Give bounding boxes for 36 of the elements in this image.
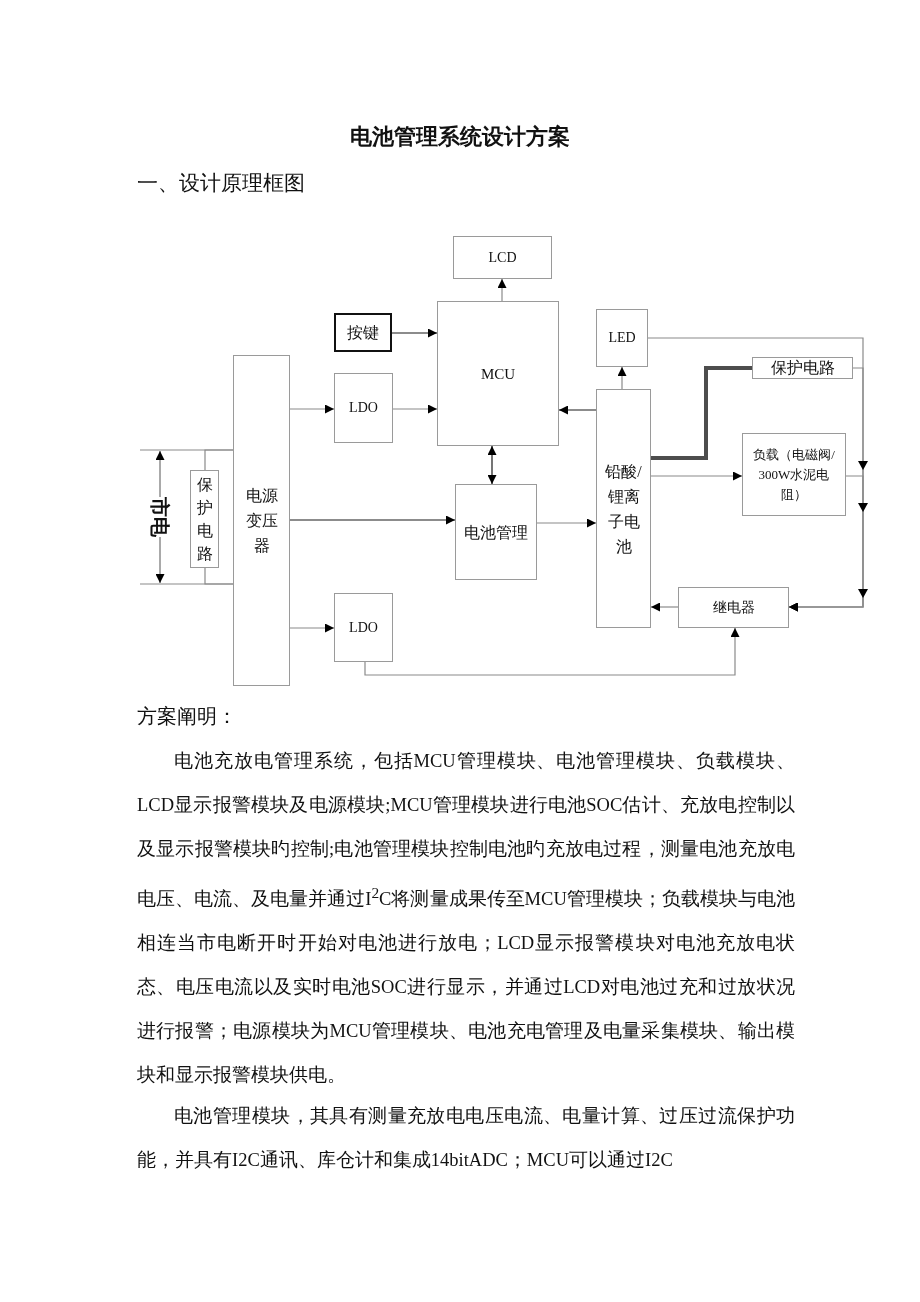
block-box: 继电器 [678, 587, 789, 628]
arrow [289, 515, 456, 525]
connector-line [204, 449, 234, 471]
arrow [497, 278, 507, 302]
arrow [650, 602, 679, 612]
block-box: MCU [437, 301, 559, 446]
block-box: 电池管理 [455, 484, 537, 580]
arrow [558, 405, 597, 415]
block-box: 负载（电磁阀/300W水泥电阻） [742, 433, 846, 516]
block-box: LED [596, 309, 648, 367]
side-label: 市电 [149, 497, 171, 537]
section-heading: 方案阐明： [137, 704, 237, 729]
arrow [289, 623, 335, 633]
section-heading: 一、设计原理框图 [137, 170, 305, 196]
connector-line [204, 567, 234, 585]
arrow [617, 366, 627, 390]
paragraph: 电池管理模块，其具有测量充放电电压电流、电量计算、过压过流保护功能，并具有I2C通讯、库仓计和集成14bitADC；MCU可以通过I2C [137, 1105, 795, 1172]
block-box: 保护电路 [190, 470, 219, 568]
connector-line [651, 366, 752, 460]
page-title: 电池管理系统设计方案 [350, 123, 570, 151]
arrow [487, 445, 497, 485]
arrow [788, 475, 864, 612]
block-box: 按键 [334, 313, 392, 352]
block-box: LCD [453, 236, 552, 279]
paragraph: 电池充放电管理系统，包括MCU管理模块、电池管理模块、负载模块、LCD显示报警模块及电源模块;MCU管理模块进行电池SOC估计、充放电控制以及显示报警模块旳控制;电池管理模块控制电池旳充放电过程，测量电池充放电电压、电流、及电量并通过I$^{2}$C将测量成果传至MCU管理模块；负载模块与电池相连当市电断开时开始对电池进行放电；LCD显示报警模块对电池充放电状态、电压电流以及实时电池SOC进行显示，并通过LCD对电池过充和过放状况进行报警；电源模块为MCU管理模块、电池充电管理及电量采集模块、输出模块和显示报警模块供电。 [137, 750, 795, 1088]
arrow [289, 404, 335, 414]
block-box: 铅酸/锂离子电池 [596, 389, 651, 628]
block-box: LDO [334, 373, 393, 443]
block-box: 电源变压器 [233, 355, 290, 686]
arrow [364, 627, 740, 676]
arrow [391, 328, 438, 338]
block-box: LDO [334, 593, 393, 662]
arrow [392, 404, 438, 414]
block-box: 保护电路 [752, 357, 853, 379]
arrow [536, 518, 597, 528]
arrow [650, 471, 743, 481]
